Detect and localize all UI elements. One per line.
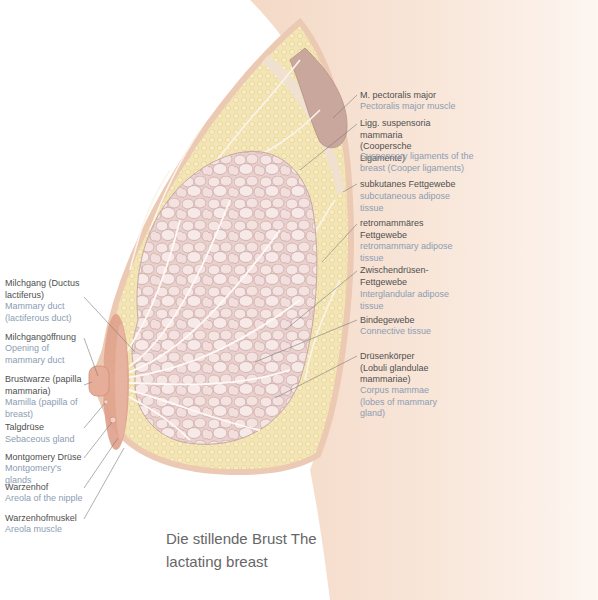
leader-lines [84,95,357,519]
breast-section [96,22,351,472]
part-label-translation: Sebaceous gland [5,434,85,446]
part-label: Milchgangöffnung [5,332,85,344]
part-label-translation: Corpus mammae (lobes of mammary gland) [360,385,440,420]
part-label-translation: Areola muscle [5,524,85,536]
glandular-body [132,151,317,444]
part-label: Talgdrüse [5,422,85,434]
nipple [89,366,109,396]
part-label: retromammäres Fettgewebe [360,218,430,241]
milk-ducts [100,200,300,440]
part-label: Warzenhofmuskel [5,513,85,525]
part-label-translation: Opening of mammary duct [5,343,85,366]
part-label-translation: Suspensory ligaments of the breast (Coop… [360,151,482,174]
part-label-translation: Connective tissue [360,326,490,338]
part-label-translation: Mammary duct (lactiferous duct) [5,301,85,324]
part-label-translation: subcutaneous adipose tissue [360,191,455,214]
part-label: Warzenhof [5,482,85,494]
part-label: Drüsenkörper (Lobuli glandulae mammariae… [360,351,440,386]
caption: Die stillende Brust The lactating breast [166,527,326,573]
part-label-translation: Mamilla (papilla of breast) [5,397,85,420]
part-label: Zwischendrüsen- Fettgewebe [360,265,435,288]
part-label: Bindegewebe [360,315,490,327]
part-label: Milchgang (Ductus lactiferus) [5,278,85,301]
part-label: M. pectoralis major [360,90,490,102]
part-label-translation: Areola of the nipple [5,493,85,505]
montgomery-gland [110,417,116,423]
part-label: Brustwarze (papilla mammaria) [5,374,85,397]
part-label: Montgomery Drüse [5,452,85,464]
part-label: subkutanes Fettgewebe [360,179,490,191]
part-label-translation: retromammary adipose tissue [360,241,455,264]
part-label-translation: Interglandular adipose tissue [360,289,460,312]
part-label-translation: Pectoralis major muscle [360,101,490,113]
